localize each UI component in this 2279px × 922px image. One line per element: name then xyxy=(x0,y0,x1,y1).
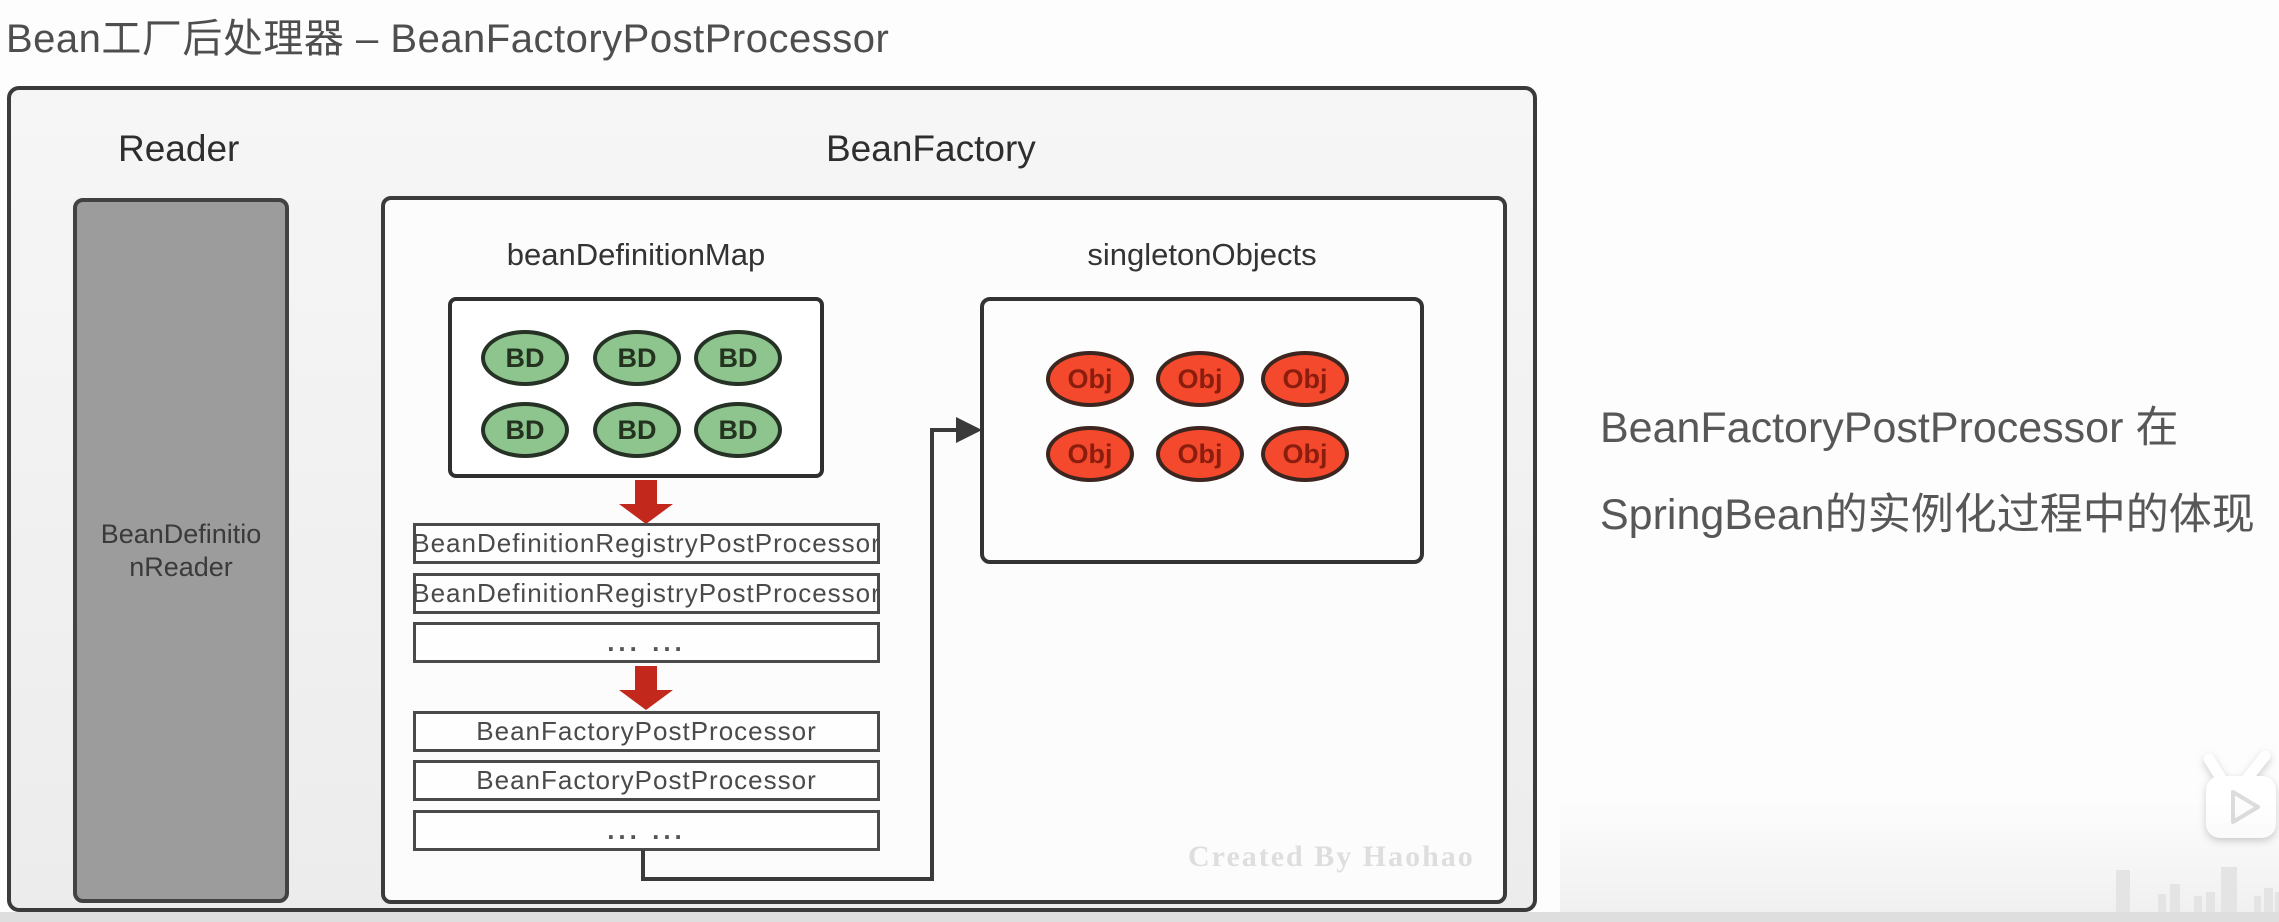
beanfactory-section-label: BeanFactory xyxy=(826,128,1036,169)
factory-post-processor-row: BeanFactoryPostProcessor xyxy=(413,711,880,752)
tv-play-icon xyxy=(2203,750,2276,838)
obj-node: Obj xyxy=(1156,351,1244,407)
side-note-line-2: SpringBean的实例化过程中的体现 xyxy=(1600,491,2255,539)
factory-post-processor-ellipsis-row: ... ... xyxy=(413,810,880,851)
obj-node: Obj xyxy=(1156,426,1244,482)
obj-node: Obj xyxy=(1261,426,1349,482)
bd-node: BD xyxy=(694,402,782,458)
connector-line xyxy=(930,428,934,881)
skyline-watermark xyxy=(2116,870,2130,912)
connector-line xyxy=(641,877,934,881)
author-watermark: Created By Haohao xyxy=(1188,840,1475,873)
bean-definition-reader-label: BeanDefinitio nReader xyxy=(100,519,262,582)
skyline-watermark xyxy=(2264,888,2273,912)
bean-definition-reader-box: BeanDefinitio nReader xyxy=(73,198,289,903)
skyline-watermark xyxy=(2158,894,2166,912)
bd-node: BD xyxy=(694,330,782,386)
connector-arrow-icon xyxy=(956,417,982,443)
connector-line xyxy=(641,850,645,881)
side-note-line-1: BeanFactoryPostProcessor 在 xyxy=(1600,404,2179,452)
obj-node: Obj xyxy=(1046,426,1134,482)
skyline-watermark xyxy=(2170,884,2180,912)
skyline-watermark xyxy=(2206,892,2215,912)
bottom-strip xyxy=(0,912,2279,922)
bottom-shade xyxy=(1560,800,2279,912)
red-down-arrow-icon xyxy=(619,504,673,524)
reader-section-label: Reader xyxy=(118,128,240,169)
bean-definition-map-label: beanDefinitionMap xyxy=(506,237,766,272)
registry-post-processor-row: BeanDefinitionRegistryPostProcessor xyxy=(412,573,880,614)
skyline-watermark xyxy=(2254,896,2261,912)
skyline-watermark xyxy=(2275,892,2279,912)
factory-post-processor-row: BeanFactoryPostProcessor xyxy=(413,760,880,801)
bd-node: BD xyxy=(593,330,681,386)
red-down-arrow-icon xyxy=(635,480,657,505)
bd-node: BD xyxy=(481,330,569,386)
connector-line xyxy=(930,428,958,432)
bd-node: BD xyxy=(481,402,569,458)
red-down-arrow-icon xyxy=(619,690,673,710)
bd-node: BD xyxy=(593,402,681,458)
skyline-watermark xyxy=(2194,896,2202,912)
red-down-arrow-icon xyxy=(635,666,657,691)
registry-post-processor-row: BeanDefinitionRegistryPostProcessor xyxy=(412,523,880,564)
page-title: Bean工厂后处理器 – BeanFactoryPostProcessor xyxy=(6,17,890,61)
obj-node: Obj xyxy=(1046,351,1134,407)
singleton-objects-label: singletonObjects xyxy=(1087,237,1317,272)
skyline-watermark xyxy=(2221,867,2237,912)
registry-post-processor-ellipsis-row: ... ... xyxy=(413,622,880,663)
obj-node: Obj xyxy=(1261,351,1349,407)
